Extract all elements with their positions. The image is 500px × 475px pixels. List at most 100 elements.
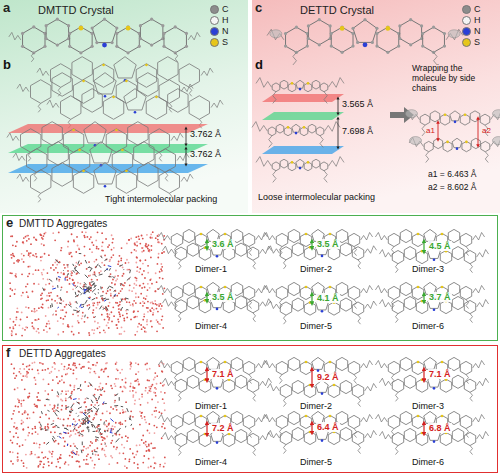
dimer-name: Dimer-3 — [412, 264, 444, 274]
legend-text: N — [474, 26, 481, 36]
panel-letter: c — [255, 1, 262, 16]
legend-text: C — [222, 4, 229, 14]
molecule — [375, 282, 484, 308]
panel-ground — [252, 0, 500, 213]
legend-text: H — [474, 15, 481, 25]
distance-value: 7.2 Å — [211, 423, 235, 433]
panel-title: DETTD Aggregates — [19, 348, 106, 360]
dimer-name: Dimer-5 — [300, 457, 332, 467]
molecule — [409, 137, 500, 163]
dimer-name: Dimer-2 — [300, 401, 332, 411]
panel-title: DMTTD Crystal — [38, 4, 114, 17]
dimer-name: Dimer-1 — [195, 264, 227, 274]
distance-arrow — [206, 423, 207, 435]
panel-letter: e — [6, 216, 13, 231]
atom-swatch — [210, 38, 219, 47]
molecule — [7, 122, 183, 162]
molecule — [263, 229, 372, 255]
panel-letter: d — [255, 58, 263, 73]
molecule — [405, 110, 500, 136]
panel-title: DETTD Crystal — [300, 4, 374, 17]
atom-swatch — [210, 27, 219, 36]
legend-entry: S — [210, 37, 228, 47]
dimer-name: Dimer-3 — [412, 401, 444, 411]
molecule — [47, 89, 223, 129]
atom-swatch — [210, 5, 219, 14]
dimer-name: Dimer-1 — [195, 401, 227, 411]
dimer-name: Dimer-2 — [300, 264, 332, 274]
packing-plane — [262, 146, 344, 154]
dimer-name: Dimer-4 — [195, 457, 227, 467]
distance-value: 3.5 Å — [316, 239, 340, 249]
panel-letter: b — [3, 58, 11, 73]
molecule — [267, 18, 463, 65]
water-box — [9, 361, 166, 469]
distance-arrow — [423, 294, 424, 302]
distance-arrow — [311, 241, 312, 248]
panel-letter: a — [3, 1, 10, 16]
distance-value: 6.8 Å — [428, 423, 452, 433]
molecule — [375, 357, 484, 383]
distance-arrow — [338, 98, 339, 114]
molecule — [252, 122, 340, 148]
atom-swatch — [462, 27, 471, 36]
molecule — [158, 357, 267, 383]
atom-swatch — [462, 16, 471, 25]
annotation: 3.565 Å — [342, 99, 373, 109]
legend-entry: C — [462, 4, 481, 14]
molecule — [158, 411, 267, 437]
distance-arrow — [438, 122, 439, 140]
annotation: a1 — [426, 126, 435, 135]
distance-arrow — [206, 369, 207, 381]
atom-swatch — [462, 5, 471, 14]
annotation: Wrapping the molecule by side chains — [412, 64, 498, 93]
annotation: a2 = 8.602 Å — [428, 183, 476, 193]
annotation: Loose intermolecular packing — [258, 192, 375, 202]
distance-value: 9.2 Å — [316, 372, 340, 382]
distance-arrow — [311, 369, 312, 386]
distance-arrow — [206, 294, 207, 301]
legend-text: S — [474, 37, 480, 47]
distance-value: 3.5 Å — [211, 292, 235, 302]
molecule — [162, 429, 271, 455]
water-box — [9, 231, 165, 336]
molecule — [256, 157, 344, 183]
legend-text: C — [474, 4, 481, 14]
molecule — [37, 57, 213, 97]
annotation: 7.698 Å — [342, 126, 373, 136]
distance-value: 3.6 Å — [211, 239, 235, 249]
molecule — [158, 229, 267, 255]
distance-value: 6.4 Å — [316, 422, 340, 432]
panel-letter: f — [6, 346, 10, 361]
legend-entry: H — [462, 15, 481, 25]
molecule — [158, 282, 267, 308]
legend-entry: C — [210, 4, 229, 14]
panel-title: DMTTD Aggregates — [19, 218, 107, 230]
distance-arrow — [311, 423, 312, 433]
annotation: Tight intermolecular packing — [105, 194, 217, 204]
dimer-name: Dimer-6 — [412, 457, 444, 467]
annotation: a2 — [482, 126, 491, 135]
packing-plane — [8, 124, 208, 133]
legend-text: S — [222, 37, 228, 47]
molecule — [9, 18, 200, 62]
distance-value: 7.1 Å — [211, 369, 235, 379]
distance-value: 4.1 Å — [316, 293, 340, 303]
molecule — [263, 357, 372, 383]
distance-arrow — [206, 241, 207, 249]
atom-swatch — [462, 38, 471, 47]
annotation: a1 = 6.463 Å — [428, 170, 476, 180]
distance-arrow — [186, 148, 187, 165]
distance-value: 4.5 Å — [428, 241, 452, 251]
distance-arrow — [478, 118, 479, 146]
legend-entry: H — [210, 15, 229, 25]
packing-plane — [262, 112, 344, 120]
legend-entry: S — [462, 37, 480, 47]
distance-arrow — [423, 369, 424, 381]
molecule — [263, 282, 372, 308]
legend-entry: N — [462, 26, 481, 36]
dimer-name: Dimer-4 — [195, 321, 227, 331]
distance-value: 3.7 Å — [428, 292, 452, 302]
legend-entry: N — [210, 26, 229, 36]
distance-arrow — [423, 423, 424, 434]
